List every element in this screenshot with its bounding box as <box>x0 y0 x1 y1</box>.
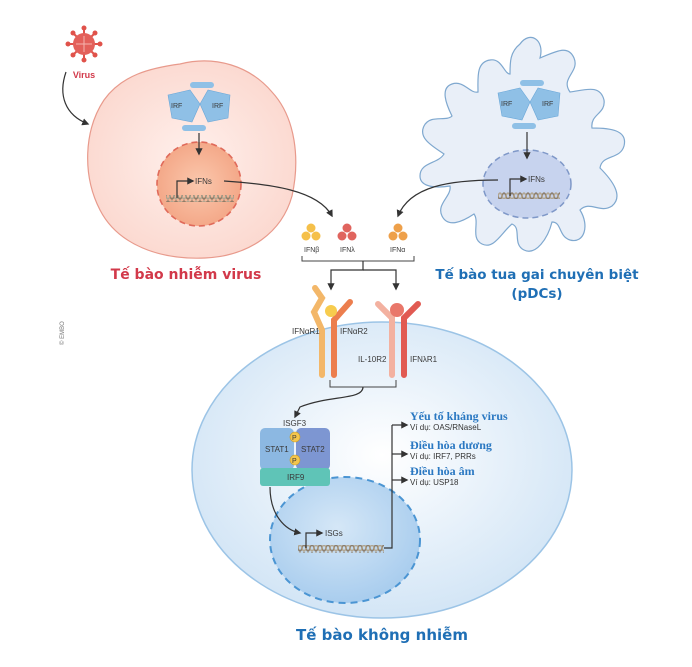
isg-output-heading-3: Điều hòa âm <box>410 464 475 478</box>
isg-output-heading-1: Yếu tố kháng virus <box>410 409 508 423</box>
transcription-arrow-icon <box>509 175 528 196</box>
phosphate-icon <box>289 454 301 466</box>
ifn-bracket <box>301 256 415 262</box>
irf-label: IRF <box>542 101 553 108</box>
ifn-lambda-label: IFNλ <box>340 247 355 254</box>
ifnar2-chain <box>331 299 353 378</box>
ifnlr1-chain <box>401 301 421 378</box>
stat1-label: STAT1 <box>265 445 289 454</box>
pdc-ifn-secretion-arrow <box>396 179 499 218</box>
infected-cell-title: Tế bào nhiễm virus <box>111 266 262 283</box>
uninfected-cell: ISGs ISGF3 STAT1 STAT2 P P IRF9 Yếu tố k… <box>191 321 573 644</box>
ifn-ligand-icon <box>390 303 404 317</box>
ifn-alpha-label: IFNα <box>390 247 405 254</box>
irf-label: IRF <box>171 103 182 110</box>
uninfected-cell-title: Tế bào không nhiễm <box>296 625 468 644</box>
uninfected-nucleus <box>269 476 421 604</box>
irf-label: IRF <box>212 103 223 110</box>
transcription-arrow-icon <box>305 529 324 548</box>
dna-icon <box>166 195 234 202</box>
ifn-ligand-icon <box>325 305 337 317</box>
infected-ifn-secretion-arrow <box>223 180 333 218</box>
infected-nucleus <box>156 141 242 227</box>
isgf3-to-nucleus-arrow <box>269 486 302 536</box>
ifnar2-label: IFNαR2 <box>340 327 368 336</box>
phosphate-label-2: P <box>292 458 297 465</box>
dna-icon <box>498 192 560 199</box>
ifn-beta-cluster: IFNβ <box>301 223 321 254</box>
isgs-label: ISGs <box>325 529 343 538</box>
virus-icon <box>65 25 103 63</box>
ifnar1-chain <box>310 285 326 378</box>
il10r2-label: IL-10R2 <box>358 355 387 364</box>
il10r2-chain <box>375 301 395 378</box>
stat2-block <box>296 428 330 470</box>
infected-ifns-label: IFNs <box>195 177 212 186</box>
receptors: IFNαR1 IFNαR2 IL-10R2 IFNλR1 <box>292 285 438 419</box>
irf9-label: IRF9 <box>287 473 305 482</box>
interferons: IFNβ IFNλ IFNα <box>301 223 415 291</box>
isgf3-label: ISGF3 <box>283 419 307 428</box>
irf-dimer-icon <box>167 82 231 131</box>
phosphate-icon <box>289 431 301 443</box>
pdc-cell: IFNs IRF IRF Tế bào tua gai chuyên biệt … <box>419 36 639 302</box>
irf9-block <box>260 468 330 486</box>
virus-label: Virus <box>73 70 95 80</box>
dna-icon <box>298 545 384 553</box>
ifn-beta-label: IFNβ <box>304 247 319 254</box>
stat2-label: STAT2 <box>301 445 325 454</box>
ifn-alpha-cluster: IFNα <box>388 223 408 254</box>
isg-output-line <box>384 425 393 549</box>
pdc-membrane <box>419 36 626 252</box>
ifn-to-right-receptor-arrow <box>363 269 400 291</box>
isg-output-example-1: Ví dụ: OAS/RNaseL <box>410 423 482 432</box>
ifn-lambda-cluster: IFNλ <box>337 223 357 254</box>
ifn-to-left-receptor-arrow <box>327 261 364 291</box>
irf-dimer-icon <box>497 80 561 129</box>
isg-output-example-2: Ví dụ: IRF7, PRRs <box>410 452 476 461</box>
copyright-label: © EMBO <box>59 321 66 345</box>
infected-cell: IFNs IRF IRF Tế bào nhiễm virus <box>87 60 297 283</box>
receptor-to-isgf3-arrow <box>294 386 364 419</box>
ifnar1-label: IFNαR1 <box>292 327 320 336</box>
pdc-ifns-label: IFNs <box>528 175 545 184</box>
ifnlr1-label: IFNλR1 <box>410 355 438 364</box>
irf-label: IRF <box>501 101 512 108</box>
transcription-arrow-icon <box>176 177 195 198</box>
phosphate-label-1: P <box>292 435 297 442</box>
pdc-nucleus <box>482 149 572 219</box>
isg-output-heading-2: Điều hòa dương <box>410 438 492 452</box>
stat1-block <box>260 428 294 470</box>
isg-output-example-3: Ví dụ: USP18 <box>410 478 459 487</box>
pdc-title-line1: Tế bào tua gai chuyên biệt <box>435 266 639 283</box>
virus-to-cell-arrow <box>62 71 90 126</box>
pdc-title-line2: (pDCs) <box>511 286 562 302</box>
